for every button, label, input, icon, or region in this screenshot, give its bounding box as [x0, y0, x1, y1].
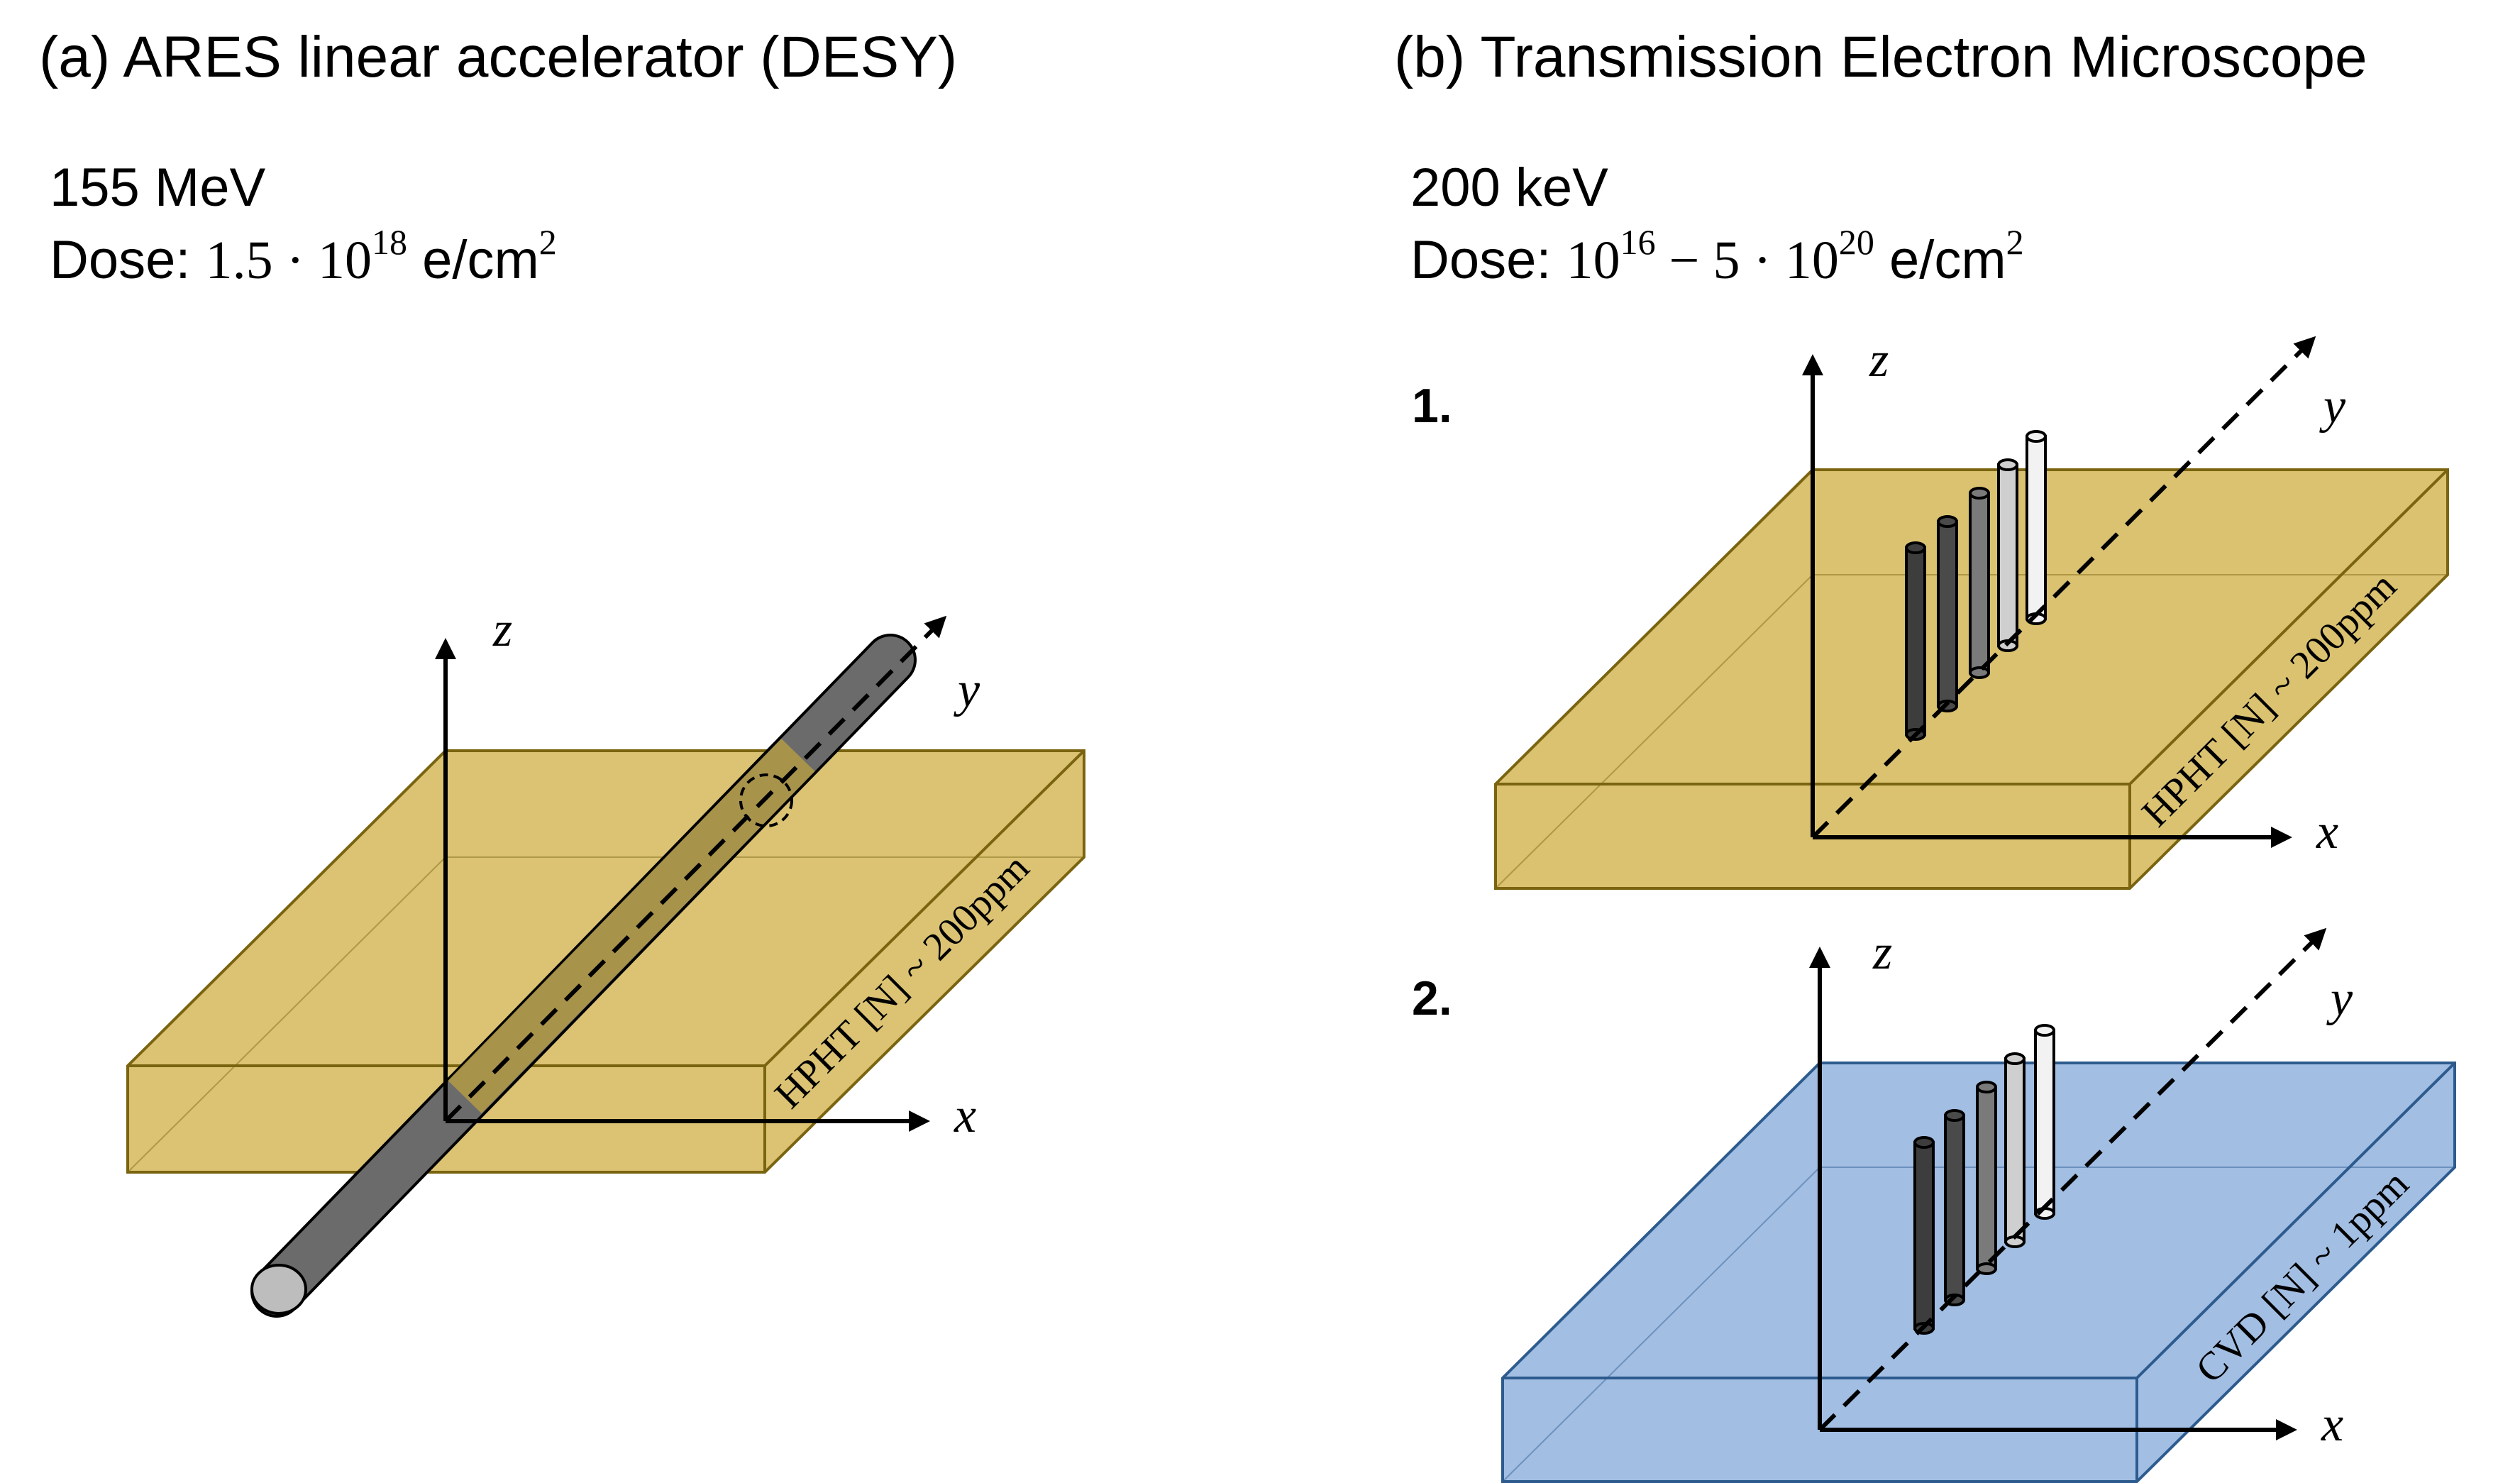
slab-hidden-edge	[127, 856, 446, 1173]
beam-rod	[1937, 520, 1958, 707]
beam-rods-2	[1913, 1024, 2055, 1335]
beam-rod-top	[2026, 430, 2047, 443]
panel-b-dose: Dose: 1016 − 5 · 1020 e/cm2	[1410, 222, 2024, 290]
beam-rod-bottom	[1969, 666, 1990, 679]
axis-y-label: y	[2326, 971, 2353, 1026]
axis-y-label: y	[954, 663, 980, 717]
axes-b2: z y x	[1809, 925, 2353, 1452]
panel-a-dose: Dose: 1.5 · 1018 e/cm2	[50, 222, 557, 290]
axis-y-label: y	[2319, 379, 2346, 434]
beam-rod-top	[1969, 487, 1990, 500]
axis-x-label: x	[954, 1088, 976, 1143]
subpanel-1: 1. z y x HPHT [N] ~ 200ppm	[1412, 333, 2449, 890]
axis-z-label: z	[492, 602, 512, 657]
subpanel-1-number: 1.	[1412, 379, 1452, 433]
y-axis	[1811, 336, 2316, 839]
panel-b: (b) Transmission Electron Microscope 200…	[1394, 25, 2456, 1483]
panel-b-title: (b) Transmission Electron Microscope	[1394, 25, 2367, 89]
beam-dashed-circle	[739, 773, 793, 827]
beam-rod	[2004, 1057, 2026, 1243]
beam-in-sample	[448, 738, 815, 1114]
axis-x-label: x	[2316, 805, 2338, 859]
beam-rod	[1969, 492, 1990, 674]
y-axis	[443, 615, 947, 1123]
beam-rod-top	[1937, 515, 1958, 528]
slab-edge	[2135, 1062, 2456, 1379]
beam-rod	[2026, 435, 2047, 620]
axes-b1: z y x	[1802, 333, 2346, 859]
beam-rod	[2034, 1029, 2055, 1215]
electron-beam	[250, 634, 917, 1318]
subpanel-2: 2. z y x CVD [N] ~ 1ppm	[1412, 925, 2456, 1483]
beam-rod	[1976, 1086, 1997, 1270]
subpanel-2-number: 2.	[1412, 971, 1452, 1025]
beam-rod-top	[2034, 1024, 2055, 1037]
slab-edge	[763, 749, 1085, 1067]
panel-a-title: (a) ARES linear accelerator (DESY)	[39, 25, 957, 89]
axis-x-label: x	[2321, 1397, 2343, 1452]
beam-rod-top	[2004, 1052, 2026, 1065]
beam-rod-top	[1913, 1136, 1935, 1149]
beam-rod	[1913, 1141, 1935, 1330]
panel-a-energy: 155 MeV	[50, 158, 265, 218]
panel-a: (a) ARES linear accelerator (DESY) 155 M…	[39, 25, 1085, 1318]
axis-z-label: z	[1869, 333, 1889, 387]
beam-rod-bottom	[1976, 1262, 1997, 1275]
beam-end-cap	[250, 1264, 307, 1315]
beam-rod	[1905, 546, 1926, 736]
beam-rod	[1997, 463, 2018, 647]
axes-a: z y x	[435, 602, 980, 1143]
y-axis	[1818, 927, 2327, 1432]
beam-rod-top	[1976, 1081, 1997, 1093]
beam-rod-top	[1905, 541, 1926, 554]
beam-rod	[1944, 1114, 1965, 1301]
panel-b-energy: 200 keV	[1410, 158, 1608, 218]
slab-hidden-edge	[1502, 1167, 1820, 1482]
beam-rod-top	[1997, 458, 2018, 471]
axis-z-label: z	[1872, 925, 1892, 980]
slab-edge	[2128, 468, 2449, 785]
slab-hidden-edge	[1495, 574, 1813, 889]
beam-rod-top	[1944, 1109, 1965, 1122]
